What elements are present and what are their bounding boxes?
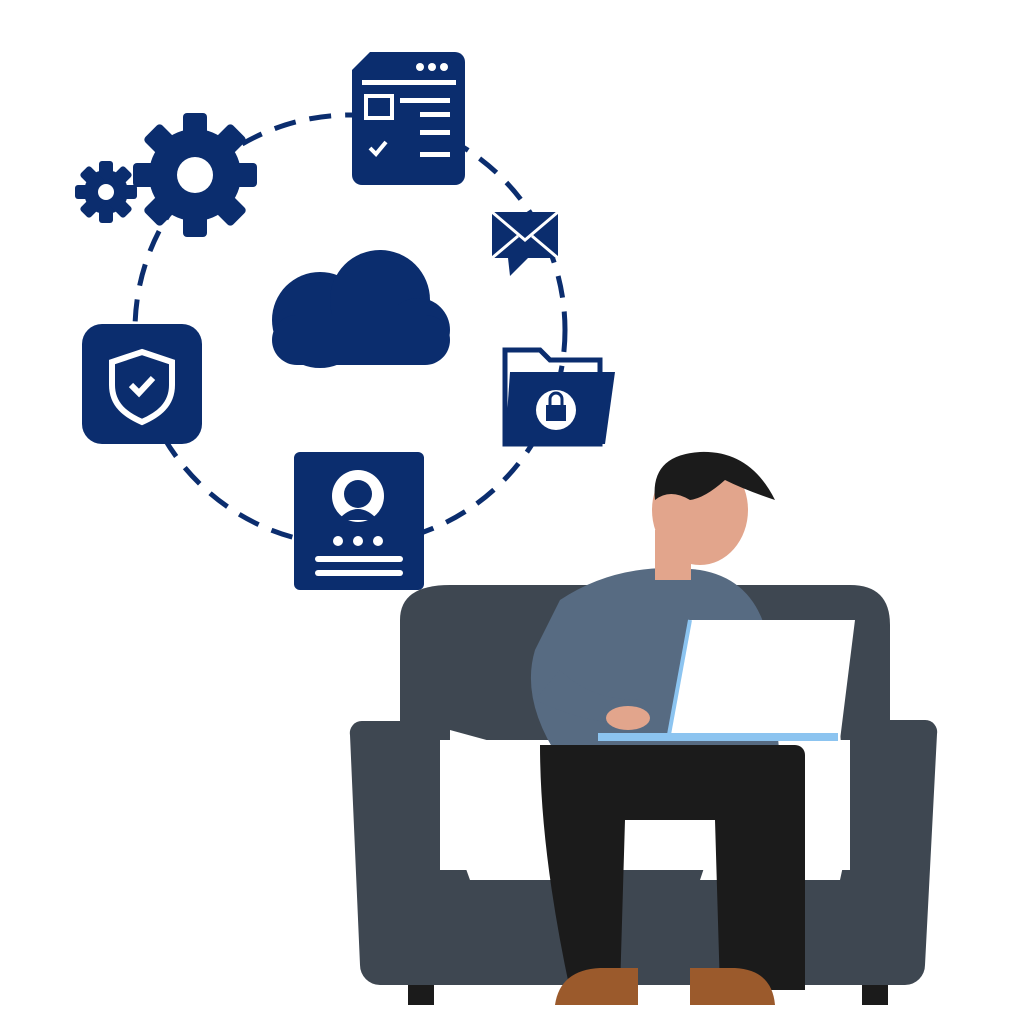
laptop xyxy=(598,619,855,741)
locked-folder-icon xyxy=(502,347,615,447)
gear-icon xyxy=(75,113,257,237)
mail-icon xyxy=(491,210,559,276)
shield-check-icon xyxy=(82,324,202,444)
profile-card-icon xyxy=(294,452,424,590)
person xyxy=(530,451,855,1005)
document-icon xyxy=(352,52,465,185)
cloud-icon xyxy=(272,250,450,368)
